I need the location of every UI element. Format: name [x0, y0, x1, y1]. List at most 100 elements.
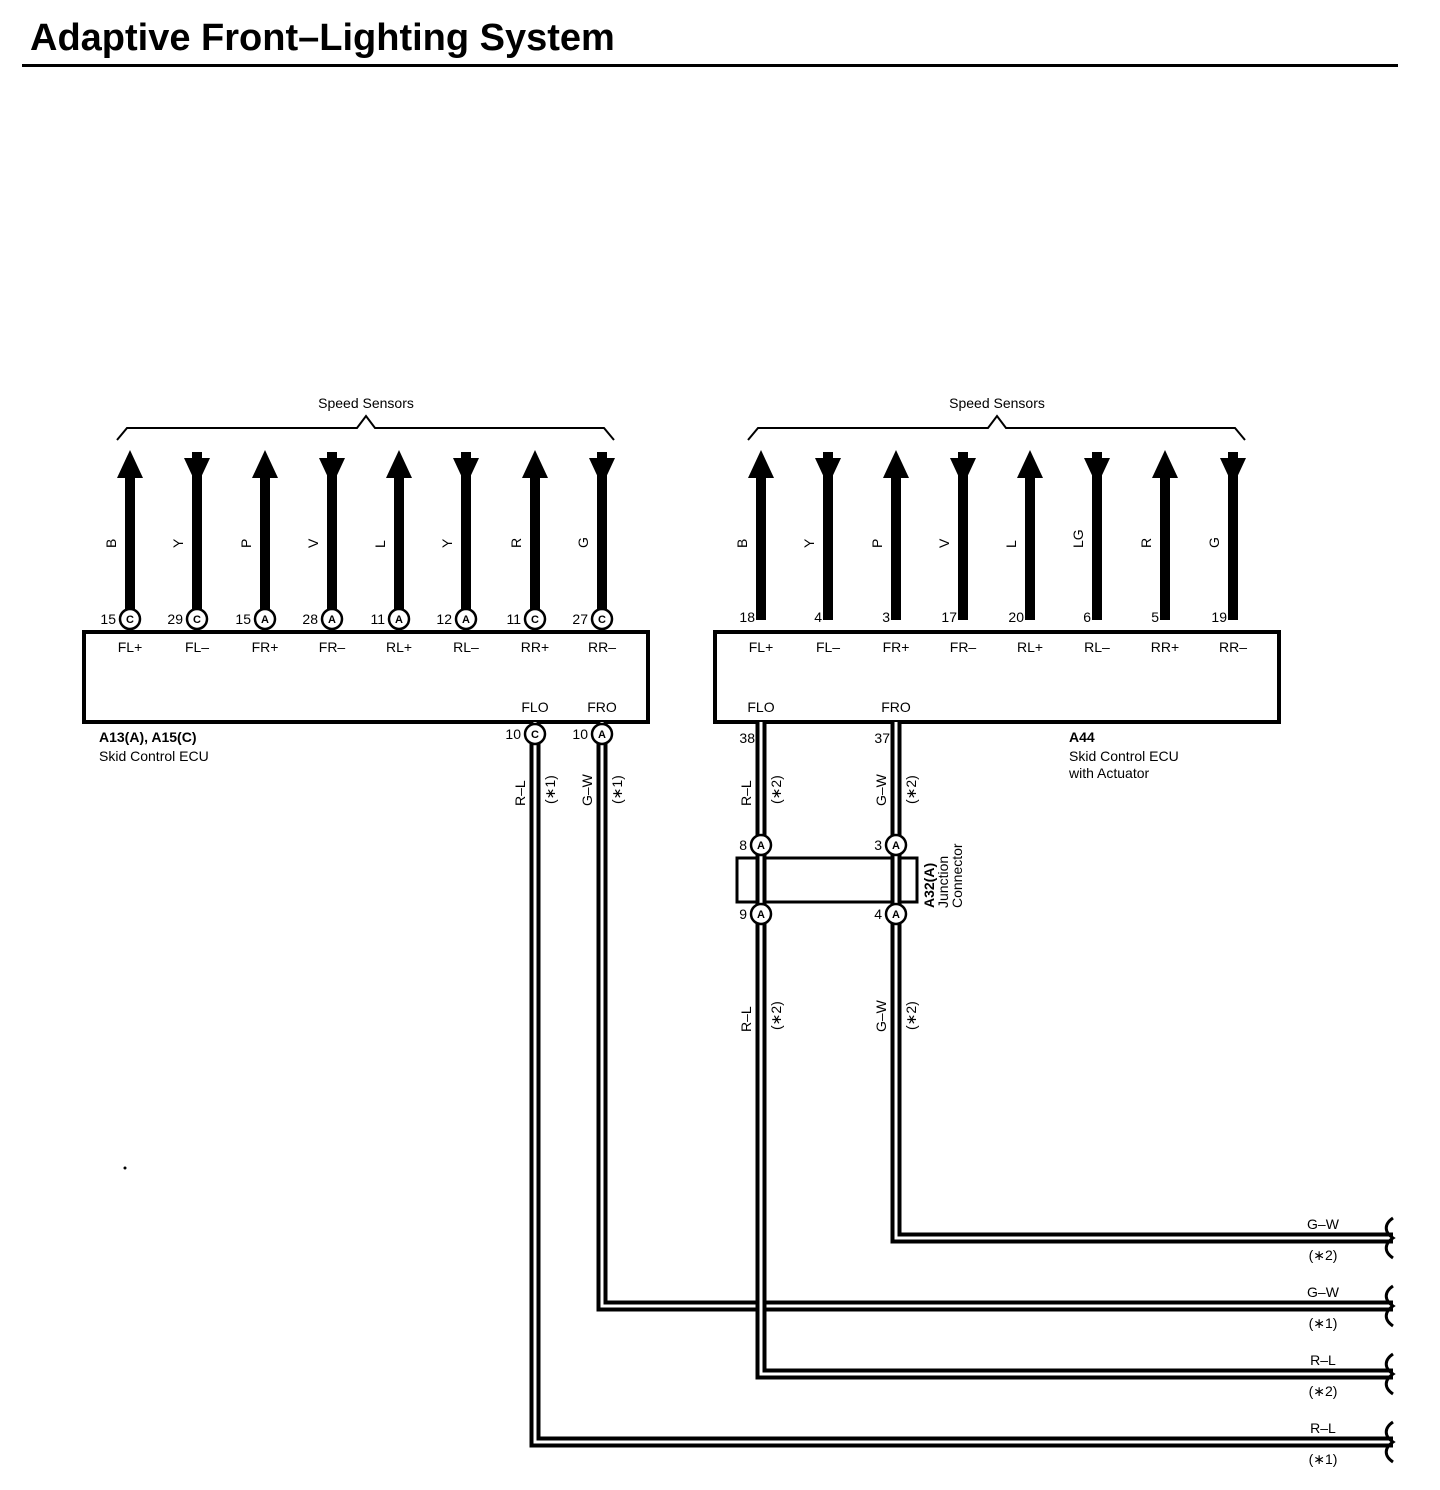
junction-name: Junction [935, 856, 951, 908]
wires [529, 722, 1393, 1448]
ecu1-output-terminal: FLO [521, 699, 548, 715]
ecu2-sensor-lead [891, 468, 901, 620]
ecu1-pin-number: 27 [572, 611, 588, 627]
ecu2-code: A44 [1069, 729, 1095, 745]
junction-bottom-pin-number: 4 [874, 906, 882, 922]
ecu1-arrow-down [453, 452, 479, 486]
ecu1-name: Skid Control ECU [99, 748, 209, 764]
ecu1-code: A13(A), A15(C) [99, 729, 197, 745]
ecu1-pin-connector [523, 607, 547, 631]
junction-bottom-pin-letter: A [757, 909, 765, 921]
junction-bottom-pin [884, 902, 908, 926]
ecu1-sensor-lead [461, 468, 471, 620]
ecu2-sensor-lead [1160, 468, 1170, 620]
ecu1-pin-connector-letter: C [126, 614, 134, 626]
wire-ecu2-fro-core [894, 722, 1393, 1240]
ecu2-output-wire-color: G–W [873, 773, 889, 806]
ecu1-pin-number: 15 [235, 611, 251, 627]
ecu1-output-pin-number: 10 [572, 726, 588, 742]
ecu1-wire-color: B [103, 539, 119, 548]
ecu2-output-wire-color: R–L [738, 780, 754, 806]
ecu1-group-label: Speed Sensors [318, 395, 414, 411]
ecu2-terminal-label: FR– [950, 639, 977, 655]
ecu1-pin-number: 11 [506, 611, 521, 627]
junction-label: A32(A) Junction Connector [921, 843, 965, 908]
ecu2-terminal-label: FR+ [883, 639, 910, 655]
ecu1-pin-number: 11 [370, 611, 385, 627]
ecu2-pin-number: 20 [1008, 609, 1024, 625]
ecu2-sensor-lead [958, 468, 968, 620]
ecu2-output-note: (∗2) [903, 775, 919, 804]
stray-dot [123, 1166, 127, 1170]
junction-top-pin [884, 833, 908, 857]
ecu2-arrow-up [883, 450, 909, 478]
ecu2-wire-color: Y [801, 538, 817, 548]
ecu2-sensor-lead [1228, 468, 1238, 620]
ecu2-pin-number: 18 [739, 609, 755, 625]
ecu1-output-wire-color: G–W [579, 773, 595, 806]
junction-top-pin-letter: A [892, 840, 900, 852]
junction-bottom-pin-number: 9 [739, 906, 747, 922]
ecu2-arrow-up [1152, 450, 1178, 478]
ecu2-wire-color: G [1206, 537, 1222, 548]
junction-connector-box [735, 856, 919, 904]
ecu2-terminal-label: RL– [1084, 639, 1110, 655]
ecu2-sensor-lead [1025, 468, 1035, 620]
ecu1-output-connector-letter: C [531, 729, 539, 741]
ecu1-terminal-label: FR+ [252, 639, 279, 655]
ecu2-terminal-label: FL– [816, 639, 840, 655]
ecu1-pin-connector [590, 607, 614, 631]
ecu2-pin-number: 4 [814, 609, 822, 625]
ecu2-wire-color: LG [1070, 529, 1086, 548]
output-wire-note: (∗1) [1309, 1451, 1338, 1467]
ecu2-wire-color: R [1138, 538, 1154, 548]
ecu1-pin-connector-letter: C [193, 614, 201, 626]
ecu1-pin-connector [118, 607, 142, 631]
ecu1-arrow-up [386, 450, 412, 478]
ecu1-wire-color: L [372, 540, 388, 548]
ecu1-wire-color: Y [439, 538, 455, 548]
junction-bottom-pin-letter: A [892, 909, 900, 921]
ecu2-sensor-lead [823, 468, 833, 620]
junction-top-pin-number: 3 [874, 837, 882, 853]
ecu1-terminal-label: RR+ [521, 639, 549, 655]
ecu1-sensor-lead [597, 468, 607, 620]
wire-ecu2-fro [890, 722, 1393, 1244]
ecu2-arrow-up [1017, 450, 1043, 478]
wire-break-mark [1384, 1216, 1396, 1260]
wire-labels: B15FL+Y29FL–P15FR+V28FR–L11RL+Y12RL–R11R… [100, 529, 1396, 1467]
wire-ecu1-fro [596, 722, 1393, 1312]
ecu2-arrow-down [950, 452, 976, 486]
ecu2-output-note: (∗2) [768, 775, 784, 804]
ecu1-terminal-label: FL+ [118, 639, 143, 655]
output-wire-color: G–W [1307, 1284, 1340, 1300]
ecu2-pin-number: 17 [941, 609, 957, 625]
ecu1-arrow-down [589, 452, 615, 486]
ecu1-pin-number: 28 [302, 611, 318, 627]
ecu1-wire-color: Y [170, 538, 186, 548]
ecu2-wire-color: P [869, 539, 885, 548]
output-wire-color: R–L [1310, 1420, 1336, 1436]
ecu1-sensor-lead [260, 468, 270, 620]
ecu2-group-label: Speed Sensors [949, 395, 1045, 411]
output-wire-note: (∗2) [1309, 1247, 1338, 1263]
ecu2-output-pin-number: 38 [739, 730, 755, 746]
ecu1-terminal-label: FL– [185, 639, 209, 655]
output-wire-color: R–L [1310, 1352, 1336, 1368]
ecu1-terminal-label: RL– [453, 639, 479, 655]
wire-ecu1-flo-core [533, 722, 1393, 1444]
ecu1-output-connector [590, 722, 614, 746]
ecu2-pin-number: 3 [882, 609, 890, 625]
ecu1-wire-color: G [575, 537, 591, 548]
ecu2-sensor-brace [747, 414, 1246, 441]
page-title: Adaptive Front–Lighting System [30, 17, 615, 59]
ecu1-arrow-up [252, 450, 278, 478]
wire-break-mark [1384, 1420, 1396, 1464]
junction-wire-note: (∗2) [768, 1001, 784, 1030]
ecu2-sensor-lead [1092, 468, 1102, 620]
ecu1-pin-connector-letter: A [261, 614, 269, 626]
ecu1-sensor-brace [116, 414, 615, 441]
ecu1-output-wire-color: R–L [512, 780, 528, 806]
ecu2-name-line2: with Actuator [1068, 765, 1149, 781]
